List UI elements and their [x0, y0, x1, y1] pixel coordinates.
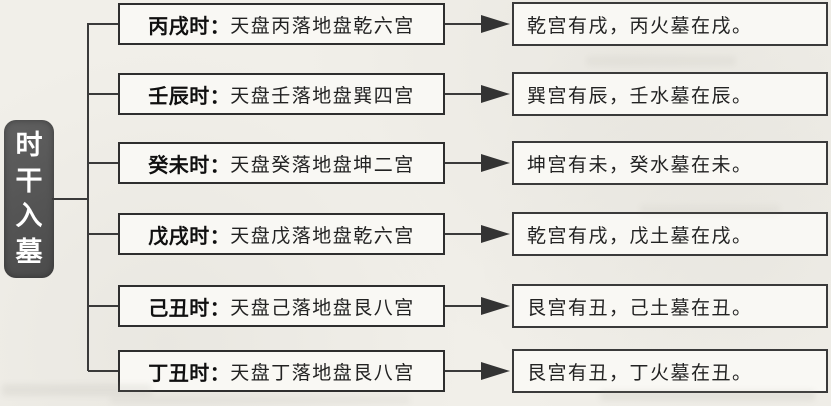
trunk-line	[87, 23, 89, 371]
arrow-line	[445, 305, 483, 307]
hour-label: 癸未时：	[148, 154, 231, 177]
result-box: 艮宫有丑，己土墓在丑。	[512, 284, 828, 328]
placement-text: 天盘癸落地盘坤二宫	[230, 154, 415, 176]
result-box: 艮宫有丑，丁火墓在丑。	[512, 349, 828, 393]
arrow-line	[445, 23, 483, 25]
diagram-row: 己丑时： 天盘己落地盘艮八宫 艮宫有丑，己土墓在丑。	[88, 284, 828, 328]
result-text: 乾宫有戌，丙火墓在戌。	[527, 15, 753, 37]
diagram-row: 戊戌时： 天盘戊落地盘乾六宫 乾宫有戌，戊土墓在戌。	[88, 212, 828, 256]
branch-connector-line	[88, 305, 119, 307]
root-topic-char: 干	[15, 165, 43, 196]
placement-text: 天盘丁落地盘艮八宫	[230, 362, 415, 384]
hour-box: 己丑时： 天盘己落地盘艮八宫	[118, 285, 445, 327]
result-text: 坤宫有未，癸水墓在未。	[527, 154, 753, 176]
arrow-line	[445, 233, 483, 235]
hour-label: 戊戌时：	[148, 225, 231, 248]
root-topic-char: 入	[15, 201, 43, 232]
bleedthrough-artifact	[586, 56, 736, 66]
hour-label: 丙戌时：	[148, 15, 231, 38]
result-text: 乾宫有戌，戊土墓在戌。	[527, 225, 753, 247]
root-topic-char: 墓	[15, 236, 43, 267]
bleedthrough-artifact	[110, 396, 410, 404]
result-box: 巽宫有辰，壬水墓在辰。	[512, 72, 828, 116]
result-box: 坤宫有未，癸水墓在未。	[512, 141, 828, 185]
branch-connector-line	[88, 162, 119, 164]
arrow-head-icon	[481, 362, 510, 380]
placement-text: 天盘戊落地盘乾六宫	[230, 225, 415, 247]
root-topic-char: 时	[15, 130, 43, 161]
arrow-head-icon	[481, 225, 510, 243]
root-connector-line	[52, 198, 87, 200]
branch-connector-line	[88, 233, 119, 235]
placement-text: 天盘丙落地盘乾六宫	[230, 15, 415, 37]
hour-box: 戊戌时： 天盘戊落地盘乾六宫	[118, 213, 445, 255]
result-text: 艮宫有丑，己土墓在丑。	[527, 297, 753, 319]
placement-text: 天盘己落地盘艮八宫	[230, 297, 415, 319]
bleedthrough-artifact	[2, 384, 152, 396]
result-text: 巽宫有辰，壬水墓在辰。	[527, 85, 753, 107]
placement-text: 天盘壬落地盘巽四宫	[230, 85, 415, 107]
diagram-row: 癸未时： 天盘癸落地盘坤二宫 坤宫有未，癸水墓在未。	[88, 141, 828, 185]
hour-box: 癸未时： 天盘癸落地盘坤二宫	[118, 142, 445, 184]
bleedthrough-artifact	[600, 390, 815, 401]
hour-label: 己丑时：	[148, 297, 231, 320]
hour-box: 壬辰时： 天盘壬落地盘巽四宫	[118, 73, 445, 115]
arrow-line	[445, 93, 483, 95]
hour-box: 丙戌时： 天盘丙落地盘乾六宫	[118, 3, 445, 45]
arrow-head-icon	[481, 15, 510, 33]
diagram-row: 壬辰时： 天盘壬落地盘巽四宫 巽宫有辰，壬水墓在辰。	[88, 72, 828, 116]
arrow-line	[445, 162, 483, 164]
branch-connector-line	[88, 370, 119, 372]
hour-label: 丁丑时：	[148, 362, 231, 385]
diagram-row: 丙戌时： 天盘丙落地盘乾六宫 乾宫有戌，丙火墓在戌。	[88, 2, 828, 46]
root-topic-box: 时 干 入 墓	[4, 120, 54, 278]
result-box: 乾宫有戌，戊土墓在戌。	[512, 212, 828, 256]
branch-connector-line	[88, 23, 119, 25]
bleedthrough-artifact	[640, 205, 780, 215]
result-box: 乾宫有戌，丙火墓在戌。	[512, 2, 828, 46]
arrow-head-icon	[481, 154, 510, 172]
arrow-head-icon	[481, 297, 510, 315]
arrow-line	[445, 370, 483, 372]
hour-label: 壬辰时：	[148, 85, 231, 108]
branch-connector-line	[88, 93, 119, 95]
hour-box: 丁丑时： 天盘丁落地盘艮八宫	[118, 350, 445, 392]
result-text: 艮宫有丑，丁火墓在丑。	[527, 362, 753, 384]
diagram-row: 丁丑时： 天盘丁落地盘艮八宫 艮宫有丑，丁火墓在丑。	[88, 349, 828, 393]
arrow-head-icon	[481, 85, 510, 103]
